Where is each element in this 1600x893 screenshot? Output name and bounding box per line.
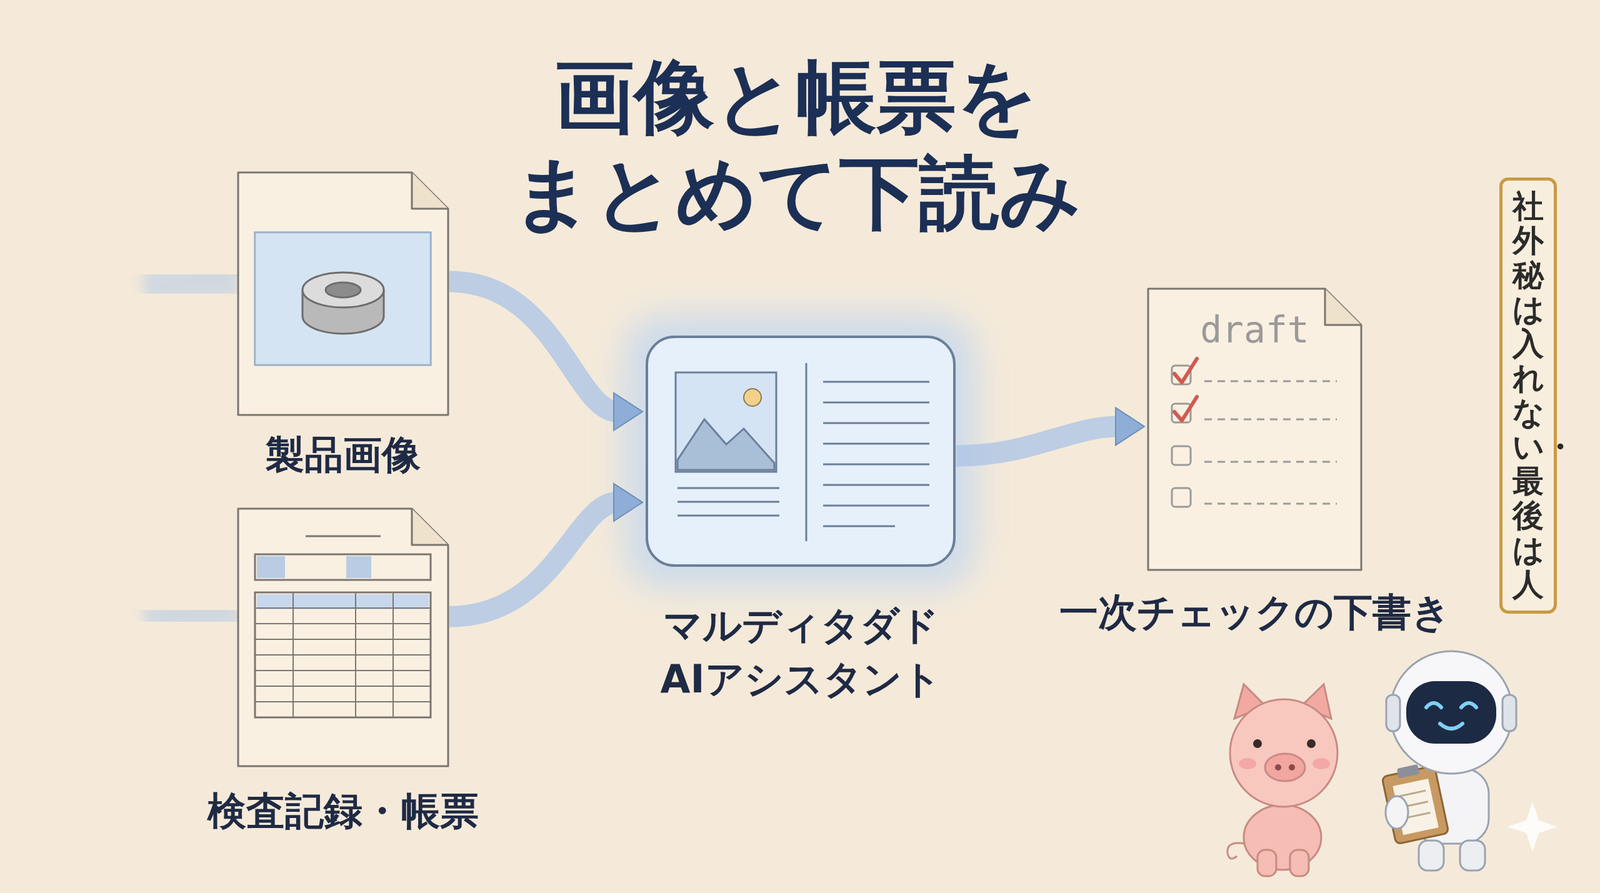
input-ribbon — [143, 279, 241, 289]
arrow-head — [1115, 407, 1145, 445]
node-label: マルディタダド AIアシスタント — [631, 598, 970, 706]
note-badge: 社外秘は入れない・最後は人 — [1499, 177, 1557, 614]
arrow-head — [613, 483, 643, 522]
flow-ribbon — [956, 426, 1120, 456]
title: 画像と帳票を まとめて下読み — [452, 48, 1140, 241]
photo-shape — [236, 171, 450, 417]
input-ribbon — [143, 613, 241, 619]
document-icon: 検査記録・帳票 — [236, 507, 450, 768]
vertical-note: 社外秘は入れない・最後は人 — [1512, 189, 1544, 602]
node-label: 検査記録・帳票 — [207, 786, 479, 837]
assistant-glow — [625, 315, 975, 588]
node-label: 一次チェックの下書き — [1059, 587, 1451, 639]
sparkle — [1507, 801, 1558, 852]
watermark-text: draft — [1146, 308, 1363, 352]
flow-ribbon — [449, 502, 618, 617]
flow-arrow — [449, 281, 643, 430]
flow-ribbon — [449, 281, 618, 412]
document-icon: 製品画像 — [236, 171, 450, 417]
sheet-shape — [236, 507, 450, 768]
node-label: 製品画像 — [265, 430, 421, 481]
robot-mascot — [1380, 651, 1517, 871]
flow-arrow — [956, 407, 1145, 456]
pig-mascot — [1227, 684, 1338, 877]
assistant-box: マルディタダド AIアシスタント — [645, 335, 957, 568]
document-icon: draft一次チェックの下書き — [1146, 287, 1363, 572]
assistant-shape — [645, 335, 957, 568]
flow-arrow — [449, 483, 643, 617]
arrow-head — [613, 393, 643, 431]
